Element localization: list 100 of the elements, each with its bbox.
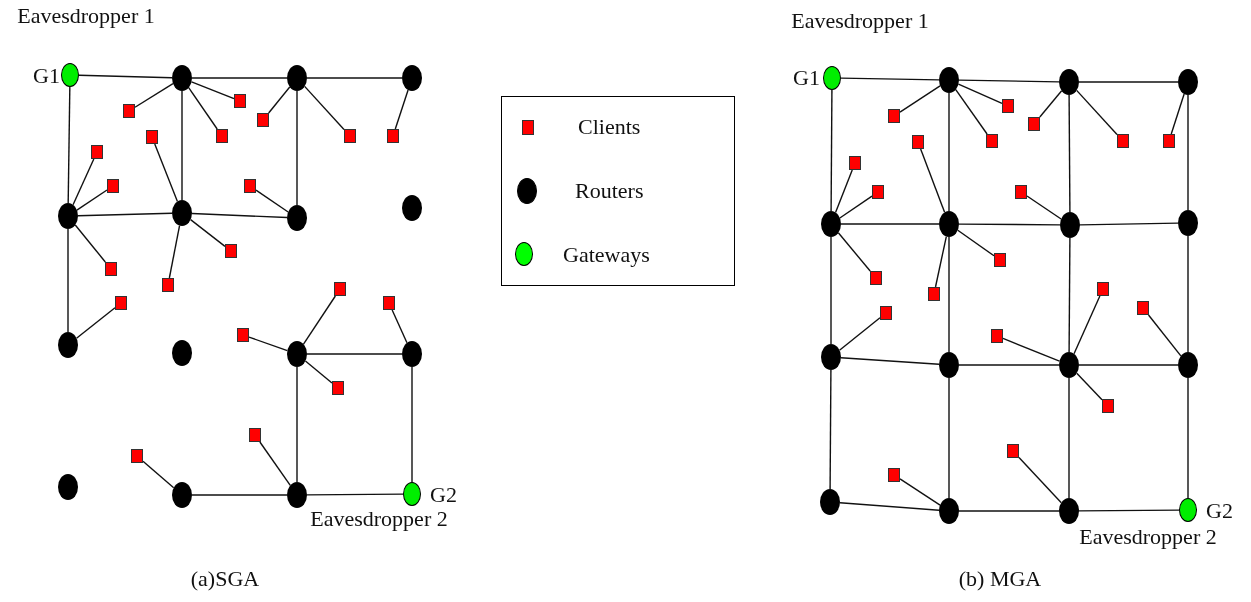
client-node (162, 278, 174, 292)
connector-line (391, 309, 408, 344)
connector-line (76, 189, 108, 211)
connector-line (948, 92, 950, 212)
legend-label: Gateways (563, 241, 650, 269)
router-node (1060, 212, 1080, 238)
client-node (225, 244, 237, 258)
connector-line (75, 307, 116, 339)
router-node (1178, 210, 1198, 236)
client-node (880, 306, 892, 320)
client-node (334, 282, 346, 296)
router-node (939, 352, 959, 378)
connector-line (958, 510, 1060, 512)
client-node (257, 113, 269, 127)
client-node (105, 262, 117, 276)
client-node (1117, 134, 1129, 148)
router-node (1178, 352, 1198, 378)
client-node (107, 179, 119, 193)
connector-line (72, 158, 95, 206)
router-node (58, 332, 78, 358)
router-node (287, 205, 307, 231)
connector-line (1073, 295, 1101, 355)
client-node (244, 179, 256, 193)
router-node (821, 211, 841, 237)
router-node (939, 498, 959, 524)
connector-line (255, 189, 289, 213)
connector-line (168, 224, 181, 279)
connector-line (1075, 89, 1118, 136)
connector-line (1002, 337, 1061, 362)
client-node (1163, 134, 1175, 148)
client-node (888, 468, 900, 482)
connector-line (839, 195, 873, 219)
connector-line (302, 295, 337, 345)
connector-line (74, 224, 106, 263)
connector-line (958, 223, 1061, 226)
connector-line (955, 88, 988, 135)
gateway-label: G2 (1206, 497, 1234, 525)
connector-line (77, 212, 173, 217)
gateway-label: G1 (32, 62, 60, 90)
connector-line (304, 360, 333, 384)
client-node (383, 296, 395, 310)
connector-line (1076, 372, 1103, 401)
router-node (287, 341, 307, 367)
router-node (939, 211, 959, 237)
connector-line (840, 357, 940, 365)
connector-line (839, 502, 940, 511)
client-node (234, 94, 246, 108)
connector-line (948, 236, 950, 353)
client-node (146, 130, 158, 144)
connector-line (189, 218, 226, 248)
router-node (172, 200, 192, 226)
connector-line (958, 364, 1060, 366)
connector-line (1078, 509, 1180, 512)
connector-line (306, 493, 404, 496)
client-node (332, 381, 344, 395)
client-node (1015, 185, 1027, 199)
connector-line (830, 89, 833, 212)
client-node (870, 271, 882, 285)
connector-line (840, 223, 940, 225)
panel-caption: (b) MGA (957, 565, 1043, 593)
connector-line (957, 83, 1003, 105)
router-node (58, 203, 78, 229)
connector-line (1187, 235, 1189, 353)
connector-line (78, 74, 173, 79)
router-node (172, 65, 192, 91)
connector-line (1170, 93, 1185, 135)
connector-line (1078, 364, 1179, 366)
connector-line (1187, 94, 1189, 211)
router-node (402, 65, 422, 91)
router-node (1059, 69, 1079, 95)
connector-line (306, 77, 403, 79)
client-node (1137, 301, 1149, 315)
client-node (237, 328, 249, 342)
client-node (912, 135, 924, 149)
client-node (872, 185, 884, 199)
panel-caption: (a)SGA (189, 565, 261, 593)
connector-line (958, 79, 1060, 83)
router-node (1059, 498, 1079, 524)
client-node (115, 296, 127, 310)
connector-line (957, 229, 995, 257)
router-node (287, 65, 307, 91)
connector-line (67, 86, 71, 204)
connector-line (948, 377, 950, 499)
connector-line (899, 85, 941, 113)
connector-line (296, 90, 298, 206)
client-node (994, 253, 1006, 267)
connector-line (411, 366, 413, 483)
connector-line (899, 478, 941, 506)
client-node (91, 145, 103, 159)
eavesdropper-label: Eavesdropper 2 (1078, 523, 1218, 551)
connector-line (267, 86, 291, 114)
legend-label: Routers (575, 177, 644, 205)
connector-line (248, 336, 289, 352)
client-node (986, 134, 998, 148)
client-node (991, 329, 1003, 343)
client-node (1097, 282, 1109, 296)
connector-line (1147, 314, 1182, 357)
connector-line (1026, 195, 1062, 220)
client-node (928, 287, 940, 301)
connector-line (188, 87, 218, 130)
